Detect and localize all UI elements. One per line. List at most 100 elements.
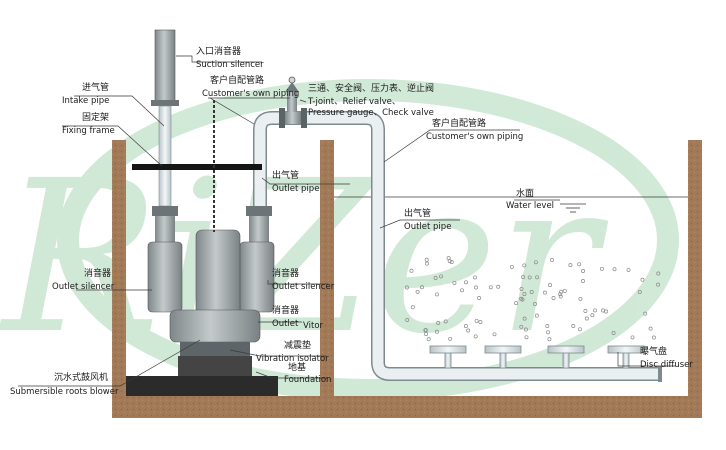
air-bubble xyxy=(521,275,526,280)
air-bubble xyxy=(448,336,453,341)
outlet-pipe-lower-label-zh: 出气管 xyxy=(404,207,431,219)
air-bubble xyxy=(578,327,582,332)
vibration-isolator-label-en: Vibration isolator xyxy=(256,354,329,364)
water-level-label-zh: 水面 xyxy=(516,187,534,199)
outlet-pipe-upper-label-zh: 出气管 xyxy=(272,169,299,181)
fixing-frame-label-en: Fixing frame xyxy=(62,126,115,136)
outlet-vitor-label-zh: 消音器 xyxy=(272,304,299,316)
vibration-isolator-label-zh: 减震垫 xyxy=(284,339,311,351)
labels: 入口消音器 Suction silencer 进气管 Intake pipe 固… xyxy=(10,45,693,397)
left-pit xyxy=(112,140,334,418)
diffuser-2-stem xyxy=(499,351,507,369)
air-bubble xyxy=(474,285,478,290)
intake-pipe-label-en: Intake pipe xyxy=(62,96,109,106)
outlet-silencer-right-label-en: Outlet silencer xyxy=(272,282,335,292)
air-bubble xyxy=(478,320,483,325)
suction-flange xyxy=(151,100,179,106)
air-bubble xyxy=(463,324,468,329)
customers-piping-1-label-zh: 客户自配管路 xyxy=(210,74,264,86)
air-bubble xyxy=(656,271,661,276)
air-bubble xyxy=(656,282,661,287)
outlet-vitor-label-en2: Vitor xyxy=(303,321,324,331)
diffuser-1-stem xyxy=(444,351,452,369)
air-bubble xyxy=(473,334,478,339)
air-bubble xyxy=(581,269,586,273)
air-bubble xyxy=(443,319,448,324)
water-level-symbol xyxy=(560,203,586,213)
suction-silencer xyxy=(154,29,176,103)
air-bubble xyxy=(405,318,410,322)
right-tank xyxy=(334,140,702,418)
air-bubble xyxy=(519,296,524,301)
air-bubble xyxy=(424,257,429,262)
fittings-label-zh: 三通、安全阀、压力表、逆止阀 xyxy=(308,82,434,94)
air-bubble xyxy=(578,296,583,301)
customers-piping-2-label-zh: 客户自配管路 xyxy=(432,117,486,129)
air-bubble xyxy=(581,279,585,283)
air-bubble xyxy=(640,277,645,282)
air-bubble xyxy=(590,313,595,318)
disc-diffuser-label-zh: 曝气盘 xyxy=(640,345,667,357)
air-bubble xyxy=(546,330,551,335)
outlet-piping xyxy=(253,111,662,382)
pressure-gauge xyxy=(288,76,296,84)
air-bubble xyxy=(435,292,439,297)
air-bubble xyxy=(630,335,635,340)
air-bubble xyxy=(496,284,501,289)
suction-silencer-label-zh: 入口消音器 xyxy=(196,45,241,57)
submersible-blower-label-zh: 沉水式鼓风机 xyxy=(54,371,108,383)
watermark-text: RiZer xyxy=(0,135,609,380)
outlet-silencer-left-label-en: Outlet silencer xyxy=(52,282,115,292)
air-bubble xyxy=(547,337,552,342)
left-upper-body xyxy=(155,216,175,242)
air-bubble xyxy=(524,335,529,340)
air-bubble xyxy=(611,331,616,335)
diffuser-3-disc xyxy=(547,345,585,354)
foundation-label-zh: 地基 xyxy=(288,361,306,373)
air-bubble xyxy=(523,327,528,332)
leader-lines xyxy=(18,55,676,387)
customers-piping-1-label-en: Customer's own piping xyxy=(202,89,299,99)
left-pit-wall-right xyxy=(320,140,334,418)
outlet-silencer-left xyxy=(147,241,183,313)
diffuser-4-disc xyxy=(607,345,645,354)
foundation-slab xyxy=(126,376,278,396)
watermark-ring xyxy=(57,79,679,401)
watermark: RiZer xyxy=(0,79,679,401)
fittings-label-en-line1: T-joint、Relief valve、 xyxy=(307,97,400,107)
blower-motor xyxy=(195,229,241,321)
air-bubble xyxy=(529,290,534,294)
submersible-blower-label-en: Submersible roots blower xyxy=(10,387,119,397)
intake-pipe xyxy=(158,105,172,207)
air-bubble xyxy=(599,266,604,271)
fixing-frame-label-zh: 固定架 xyxy=(82,111,109,123)
air-bubble xyxy=(436,321,441,325)
left-flange-upper xyxy=(152,206,178,216)
fixing-frame xyxy=(132,164,262,170)
air-bubble xyxy=(522,316,527,321)
left-pit-floor xyxy=(112,396,334,418)
air-bubble xyxy=(648,326,653,331)
air-bubble xyxy=(426,337,431,342)
air-bubble xyxy=(415,289,420,294)
air-bubble xyxy=(593,308,597,313)
air-bubble xyxy=(548,283,552,288)
air-bubble xyxy=(577,262,582,267)
air-bubble xyxy=(514,301,519,306)
air-bubble xyxy=(424,332,429,336)
air-bubble xyxy=(550,258,554,262)
air-bubble xyxy=(533,260,538,265)
air-bubble xyxy=(425,261,429,266)
water-level-label-en: Water level xyxy=(506,201,554,211)
air-bubble xyxy=(584,316,589,321)
air-bubble xyxy=(464,280,468,285)
air-bubble xyxy=(466,328,471,333)
air-bubble xyxy=(543,290,547,295)
disc-diffuser-label-en: Disc diffuser xyxy=(640,360,693,370)
air-bubble xyxy=(477,296,482,300)
tank-floor xyxy=(334,396,702,418)
air-bubble xyxy=(434,329,439,334)
air-bubble xyxy=(446,256,451,261)
air-bubble xyxy=(571,324,576,328)
